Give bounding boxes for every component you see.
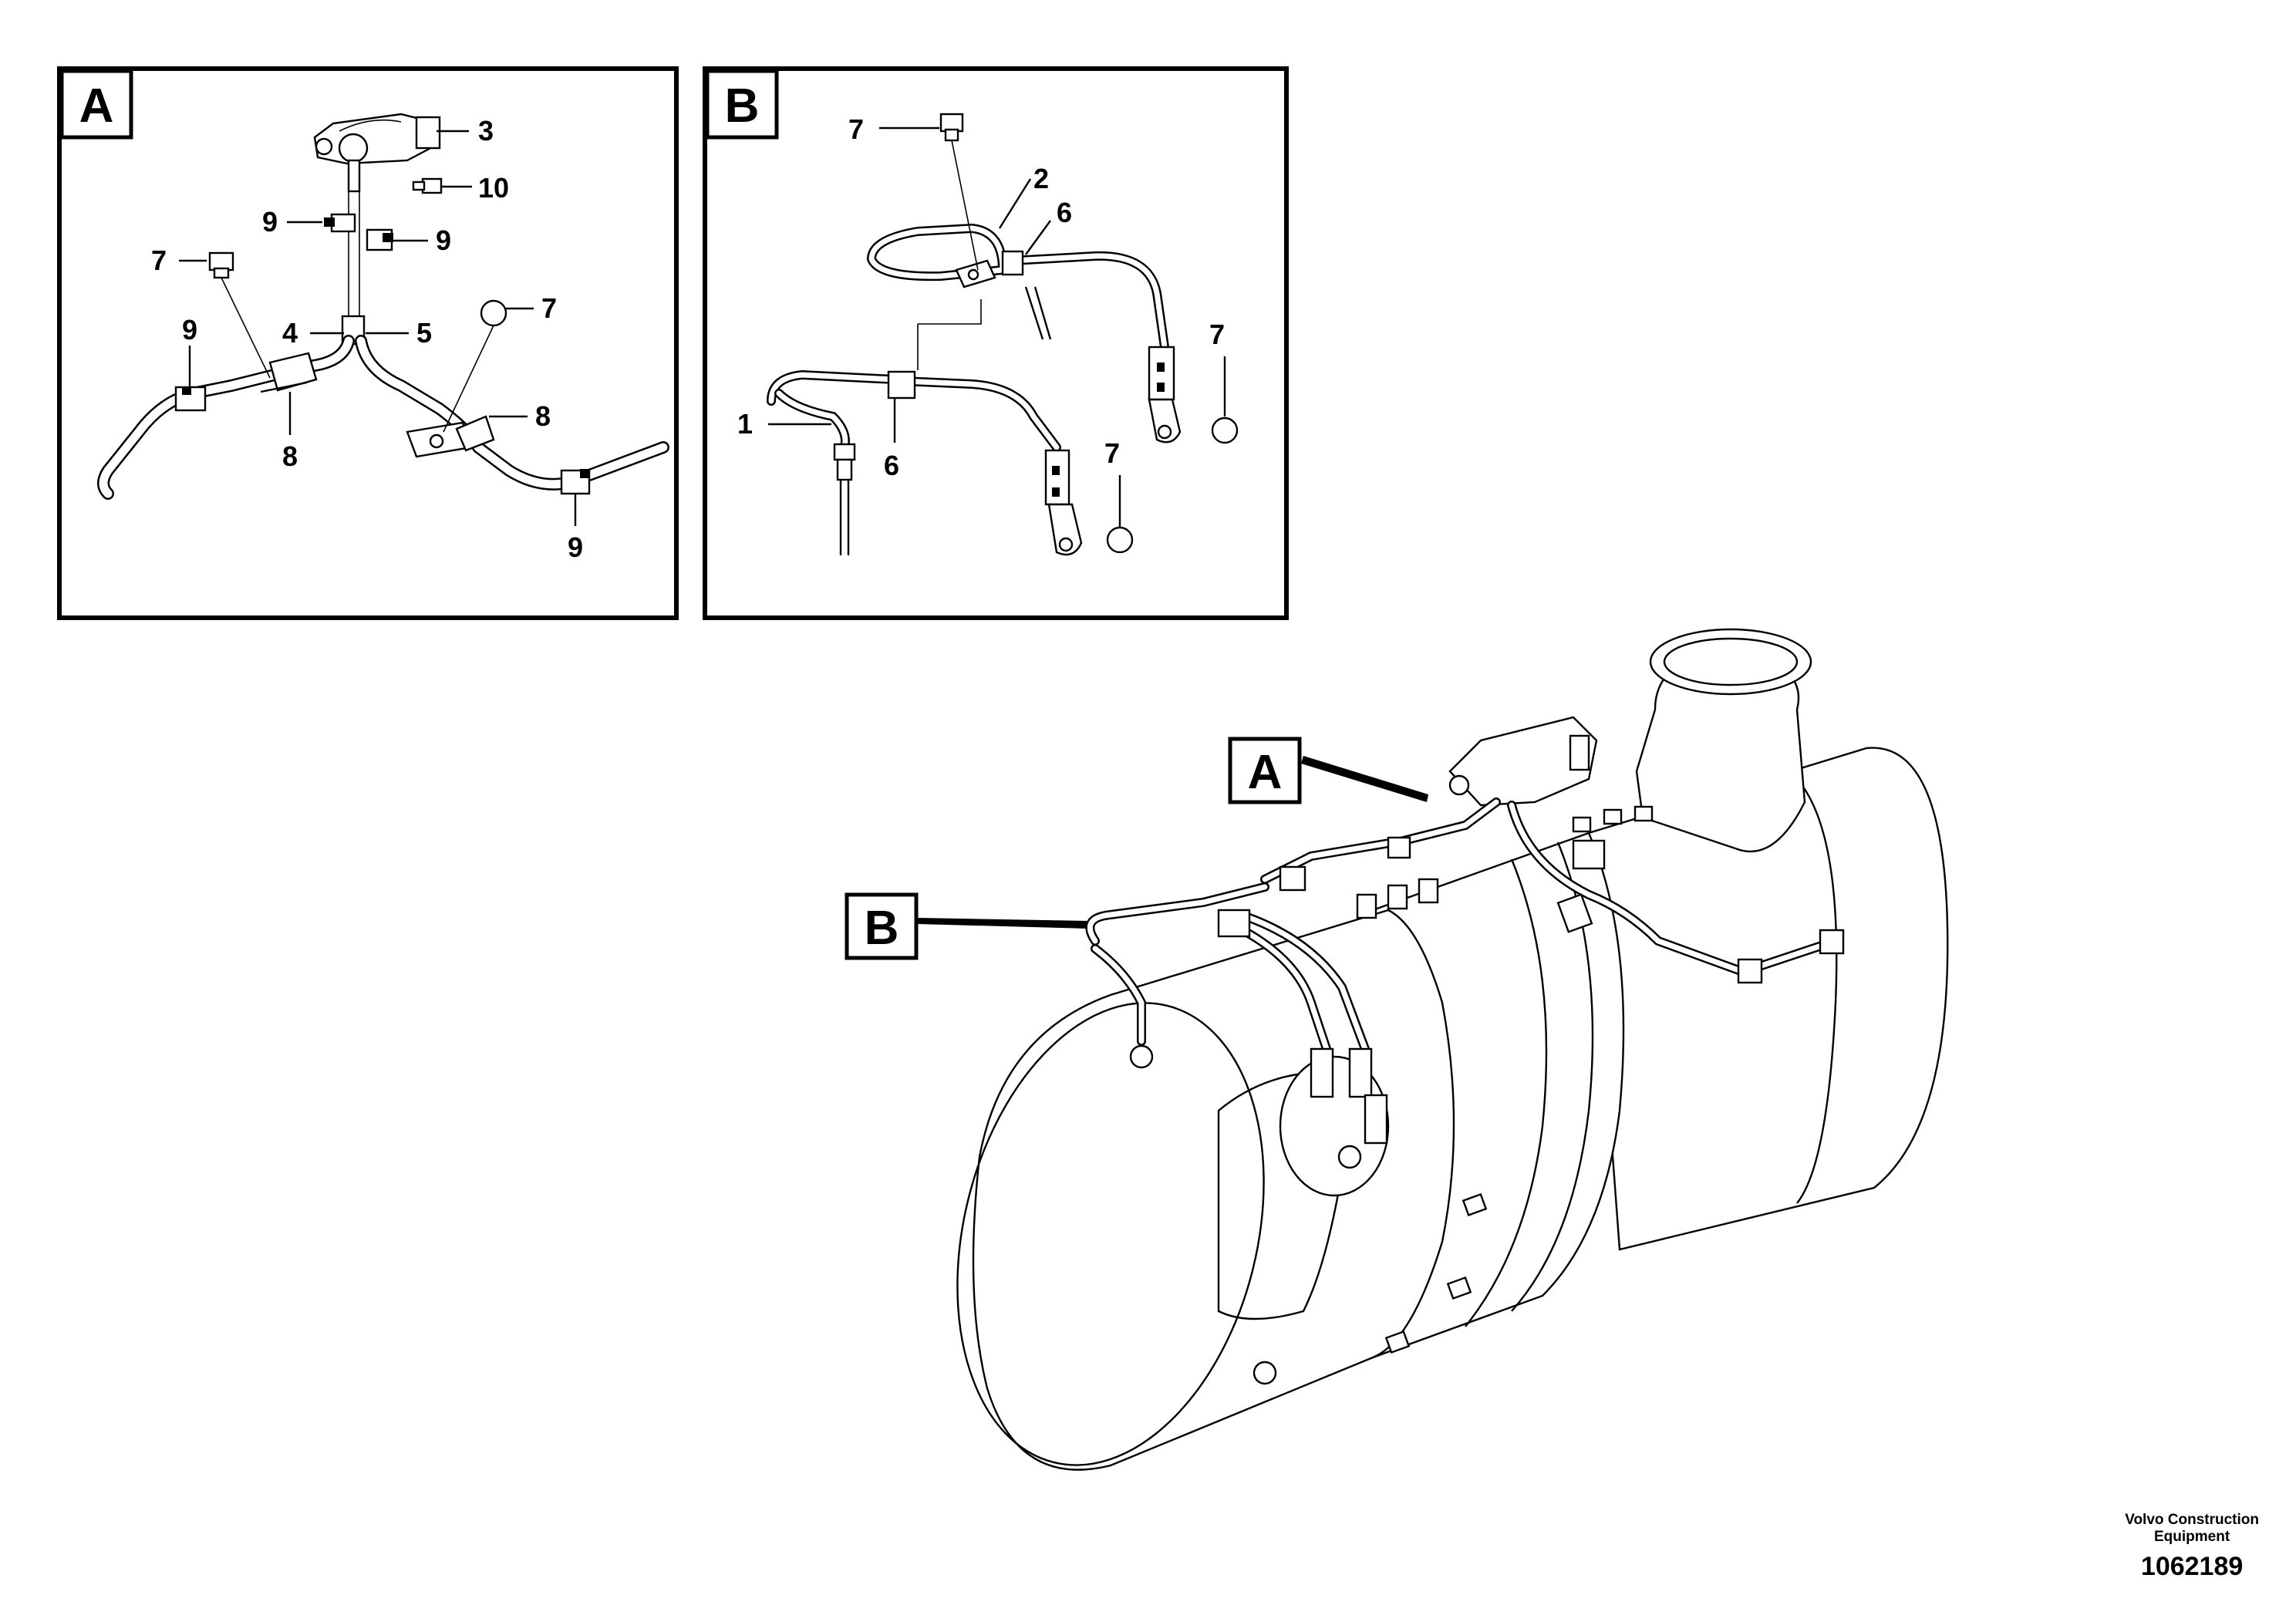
cable-part-6-upper <box>1001 250 1182 443</box>
main-harness-b <box>1085 882 1388 1169</box>
clamp-studs <box>1356 839 1606 919</box>
main-tag-a-letter: A <box>1248 746 1283 799</box>
detail-a-letter-box <box>59 69 133 140</box>
clip-part-9-left <box>324 213 356 233</box>
main-harness-a <box>1260 716 1845 984</box>
callout-b-7-top: 7 <box>848 113 864 145</box>
bolt-part-10 <box>412 177 443 194</box>
detail-b-frame <box>703 66 1289 620</box>
callout-a-9-clip-left: 9 <box>262 206 278 238</box>
callout-a-5: 5 <box>416 317 432 349</box>
clip-part-9-right <box>366 228 393 251</box>
hose-part-4 <box>97 335 355 500</box>
bolt-part-7-right <box>443 299 507 433</box>
detail-a-callout-lines <box>179 130 577 526</box>
cable-bridge <box>917 299 982 370</box>
flange-bolts <box>1384 805 1654 1354</box>
footer-part-number: 1062189 <box>2140 1552 2244 1581</box>
callout-b-1: 1 <box>737 408 753 440</box>
sensor-boss <box>1129 1044 1154 1069</box>
outlet-elbow <box>1635 628 1812 853</box>
main-tag-b-letter: B <box>865 902 899 955</box>
footer-org-line-2: Equipment <box>2154 1529 2230 1545</box>
detail-b-letter: B <box>725 79 760 133</box>
callout-a-9-clip-right: 9 <box>436 224 451 256</box>
clip-part-9-lower-left <box>174 386 207 412</box>
sleeve-part-8-left <box>260 352 318 393</box>
bolt-part-7-top <box>939 113 979 271</box>
callout-b-7-low: 7 <box>1104 437 1120 469</box>
callout-b-2: 2 <box>1033 163 1049 194</box>
callout-a-7-right: 7 <box>541 292 557 324</box>
callout-b-7-mid: 7 <box>1209 319 1225 350</box>
callout-b-6-lower: 6 <box>884 450 899 481</box>
callout-a-8-right: 8 <box>535 400 551 432</box>
bolt-part-7-low <box>1106 526 1134 554</box>
sensor-part-3 <box>313 113 441 193</box>
rear-housing-ring <box>1789 771 1838 1204</box>
sensor-part-1 <box>767 369 899 555</box>
footer-org-line-1: Volvo Construction <box>2125 1512 2259 1528</box>
rear-housing <box>1587 747 1949 1251</box>
callout-a-3: 3 <box>478 115 494 147</box>
bolt-part-7-left <box>208 251 271 379</box>
main-assembly-view: A B <box>845 628 1949 1471</box>
callout-a-9-lower-left: 9 <box>182 314 197 346</box>
callout-a-7-left: 7 <box>151 244 167 276</box>
detail-b-letter-box <box>705 69 779 140</box>
main-tag-b: B <box>845 892 1087 960</box>
callout-b-6-upper: 6 <box>1057 197 1072 228</box>
detail-b-callout-lines <box>768 126 1226 528</box>
callout-a-9-lower-right: 9 <box>568 531 583 563</box>
bracket-part-8-right <box>406 415 495 458</box>
clip-part-9-lower-right <box>560 469 591 495</box>
footer-block: Volvo Construction Equipment 1062189 <box>2125 1512 2259 1582</box>
callout-a-10: 10 <box>478 172 509 204</box>
bolt-part-7-mid <box>1211 416 1239 444</box>
detail-a-letter: A <box>79 79 114 133</box>
detail-a-panel: A <box>57 66 679 620</box>
flange-ring-inner <box>1465 858 1548 1327</box>
drain-boss <box>1253 1361 1277 1385</box>
front-housing <box>956 909 1455 1471</box>
sensor-part-2 <box>866 223 1052 340</box>
main-tag-a: A <box>1228 737 1428 804</box>
callout-a-8-left: 8 <box>282 440 298 472</box>
callout-a-4: 4 <box>282 317 298 349</box>
cable-part-6-lower <box>887 370 1083 556</box>
detail-b-panel: B <box>703 66 1289 620</box>
